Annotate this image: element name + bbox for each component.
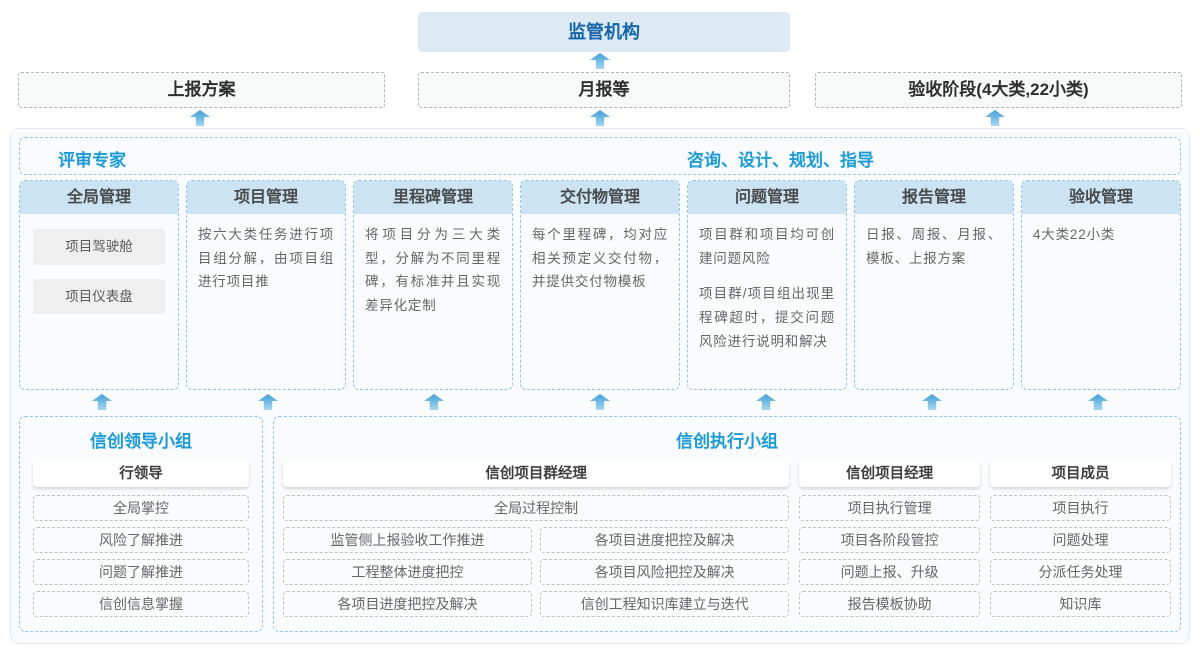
pm-left-task-list: 监管侧上报验收工作推进工程整体进度把控各项目进度把控及解决 xyxy=(283,527,533,623)
role-card-program-manager: 信创项目群经理 xyxy=(283,461,790,487)
consulting-label: 咨询、设计、规划、指导 xyxy=(687,151,874,170)
experts-label: 评审专家 xyxy=(58,151,126,170)
card-paragraph: 按六大类任务进行项目组分解，由项目组进行项目推 xyxy=(198,227,334,290)
leader-task-list: 全局掌控风险了解推进问题了解推进信创信息掌握 xyxy=(29,495,253,617)
role-card-member: 项目成员 xyxy=(990,461,1171,487)
up-arrow-icon xyxy=(258,394,278,410)
task-pill: 问题上报、升级 xyxy=(799,559,981,585)
role-card-bank-leader: 行领导 xyxy=(33,461,249,487)
acceptance-stage-box: 验收阶段(4大类,22小类) xyxy=(815,72,1182,108)
card-body: 日报、周报、月报、模板、上报方案 xyxy=(855,214,1013,291)
card-title: 全局管理 xyxy=(20,181,178,214)
task-pill: 全局过程控制 xyxy=(283,495,790,521)
platform-container: 评审专家 咨询、设计、规划、指导 全局管理项目驾驶舱项目仪表盘项目管理按六大类任… xyxy=(10,128,1190,644)
project-manager-task-list: 项目执行管理项目各阶段管控问题上报、升级报告模板协助 xyxy=(799,495,981,617)
card-paragraph: 每个里程碑，均对应相关预定义交付物，并提供交付物模板 xyxy=(532,227,668,290)
card-body: 项目驾驶舱项目仪表盘 xyxy=(20,214,178,337)
management-card: 验收管理 4大类22小类 xyxy=(1021,180,1181,390)
management-card: 问题管理项目群和项目均可创建问题风险项目群/项目组出现里程碑超时，提交问题风险进… xyxy=(687,180,847,390)
exec-columns: 信创项目群经理 全局过程控制 监管侧上报验收工作推进工程整体进度把控各项目进度把… xyxy=(283,461,1171,623)
task-pill: 项目执行管理 xyxy=(799,495,981,521)
management-card: 全局管理项目驾驶舱项目仪表盘 xyxy=(19,180,179,390)
bottom-groups-row: 信创领导小组 行领导 全局掌控风险了解推进问题了解推进信创信息掌握 信创执行小组… xyxy=(19,416,1181,632)
up-arrow-icon xyxy=(590,110,610,126)
exec-group-title: 信创执行小组 xyxy=(676,432,778,451)
up-arrow-icon xyxy=(590,53,610,69)
task-pill: 全局掌控 xyxy=(33,495,249,521)
card-paragraph: 将项目分为三大类型，分解为不同里程碑，有标准并且实现差异化定制 xyxy=(365,227,501,313)
management-cards-row: 全局管理项目驾驶舱项目仪表盘项目管理按六大类任务进行项目组分解，由项目组进行项目… xyxy=(19,180,1181,390)
card-body: 每个里程碑，均对应相关预定义交付物，并提供交付物模板 xyxy=(521,214,679,315)
project-manager-column: 信创项目经理 项目执行管理项目各阶段管控问题上报、升级报告模板协助 xyxy=(799,461,981,623)
up-arrow-icon xyxy=(1088,394,1108,410)
task-pill: 风险了解推进 xyxy=(33,527,249,553)
experts-bar: 评审专家 咨询、设计、规划、指导 xyxy=(19,137,1181,175)
role-card-project-manager: 信创项目经理 xyxy=(799,461,981,487)
task-pill: 问题处理 xyxy=(990,527,1171,553)
card-arrows-row xyxy=(19,394,1181,410)
task-pill: 知识库 xyxy=(990,591,1171,617)
feature-pill: 项目仪表盘 xyxy=(33,278,165,315)
card-title: 验收管理 xyxy=(1022,181,1180,214)
card-title: 交付物管理 xyxy=(521,181,679,214)
task-pill: 报告模板协助 xyxy=(799,591,981,617)
up-arrow-icon xyxy=(590,394,610,410)
task-pill: 分派任务处理 xyxy=(990,559,1171,585)
task-pill: 项目执行 xyxy=(990,495,1171,521)
member-task-list: 项目执行问题处理分派任务处理知识库 xyxy=(990,495,1171,617)
task-pill: 各项目进度把控及解决 xyxy=(540,527,790,553)
task-pill: 信创工程知识库建立与迭代 xyxy=(540,591,790,617)
task-pill: 工程整体进度把控 xyxy=(283,559,533,585)
management-card: 交付物管理每个里程碑，均对应相关预定义交付物，并提供交付物模板 xyxy=(520,180,680,390)
feature-pill: 项目驾驶舱 xyxy=(33,229,165,265)
card-title: 问题管理 xyxy=(688,181,846,214)
up-arrow-icon xyxy=(985,110,1005,126)
leader-group-box: 信创领导小组 行领导 全局掌控风险了解推进问题了解推进信创信息掌握 xyxy=(19,416,263,632)
card-paragraph: 项目群和项目均可创建问题风险 xyxy=(699,227,835,266)
up-arrow-icon xyxy=(190,110,210,126)
management-card: 报告管理日报、周报、月报、模板、上报方案 xyxy=(854,180,1014,390)
up-arrow-icon xyxy=(424,394,444,410)
task-pill: 各项目进度把控及解决 xyxy=(283,591,533,617)
card-body: 4大类22小类 xyxy=(1022,214,1180,268)
task-pill: 问题了解推进 xyxy=(33,559,249,585)
task-pill: 项目各阶段管控 xyxy=(799,527,981,553)
exec-group-box: 信创执行小组 信创项目群经理 全局过程控制 监管侧上报验收工作推进工程整体进度把… xyxy=(273,416,1181,632)
management-card: 项目管理按六大类任务进行项目组分解，由项目组进行项目推 xyxy=(186,180,346,390)
card-body: 项目群和项目均可创建问题风险项目群/项目组出现里程碑超时，提交问题风险进行说明和… xyxy=(688,214,846,374)
card-paragraph: 日报、周报、月报、模板、上报方案 xyxy=(866,227,1002,266)
up-arrow-icon xyxy=(756,394,776,410)
task-pill: 监管侧上报验收工作推进 xyxy=(283,527,533,553)
card-title: 报告管理 xyxy=(855,181,1013,214)
regulator-box: 监管机构 xyxy=(418,12,790,52)
card-title: 里程碑管理 xyxy=(354,181,512,214)
card-body: 将项目分为三大类型，分解为不同里程碑，有标准并且实现差异化定制 xyxy=(354,214,512,339)
task-pill: 信创信息掌握 xyxy=(33,591,249,617)
up-arrow-icon xyxy=(922,394,942,410)
report-plan-box: 上报方案 xyxy=(18,72,385,108)
leader-group-title: 信创领导小组 xyxy=(90,432,192,451)
task-pill: 各项目风险把控及解决 xyxy=(540,559,790,585)
monthly-report-box: 月报等 xyxy=(418,72,790,108)
card-paragraph: 4大类22小类 xyxy=(1033,227,1116,242)
program-manager-task-grid: 监管侧上报验收工作推进工程整体进度把控各项目进度把控及解决 各项目进度把控及解决… xyxy=(283,527,790,623)
card-paragraph: 项目群/项目组出现里程碑超时，提交问题风险进行说明和解决 xyxy=(699,286,835,349)
pm-right-task-list: 各项目进度把控及解决各项目风险把控及解决信创工程知识库建立与迭代 xyxy=(540,527,790,623)
card-body: 按六大类任务进行项目组分解，由项目组进行项目推 xyxy=(187,214,345,315)
management-card: 里程碑管理将项目分为三大类型，分解为不同里程碑，有标准并且实现差异化定制 xyxy=(353,180,513,390)
member-column: 项目成员 项目执行问题处理分派任务处理知识库 xyxy=(990,461,1171,623)
up-arrow-icon xyxy=(92,394,112,410)
card-title: 项目管理 xyxy=(187,181,345,214)
program-manager-column: 信创项目群经理 全局过程控制 监管侧上报验收工作推进工程整体进度把控各项目进度把… xyxy=(283,461,790,623)
